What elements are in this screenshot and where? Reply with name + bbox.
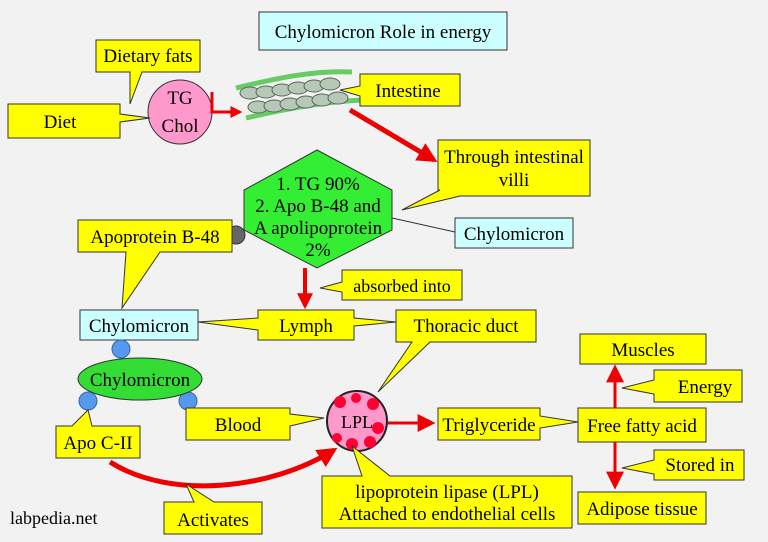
callout-diet: Diet: [7, 103, 151, 139]
chylomicron-ellipse: Chylomicron: [77, 357, 203, 401]
callout-stored-in: Stored in: [621, 449, 745, 481]
dietary-fats-label: Dietary fats: [103, 46, 192, 67]
blood-label: Blood: [215, 415, 262, 436]
callout-lymph: Lymph: [197, 309, 397, 341]
adipose-tissue-label: Adipose tissue: [586, 499, 697, 520]
chylomicron-box-right: Chylomicron: [391, 217, 574, 249]
title-box: Chylomicron Role in energy: [258, 11, 508, 51]
adipose-tissue-box: Adipose tissue: [577, 491, 707, 525]
intestine-icon: [235, 69, 363, 121]
callout-lipoprotein-lipase: lipoprotein lipase (LPL) Attached to end…: [321, 444, 573, 529]
callout-dietary-fats: Dietary fats: [95, 39, 201, 105]
muscles-box: Muscles: [579, 333, 707, 365]
callout-triglyceride: Triglyceride: [437, 407, 579, 441]
callout-thoracic-duct: Thoracic duct: [377, 309, 537, 393]
callout-blood: Blood: [185, 407, 325, 441]
absorbed-into-label: absorbed into: [353, 276, 450, 296]
arrow-intestine-to-villi: [348, 107, 438, 163]
callout-absorbed-into: absorbed into: [319, 269, 463, 301]
diet-label: Diet: [44, 112, 77, 133]
title-text: Chylomicron Role in energy: [275, 22, 492, 43]
callout-intestine: Intestine: [339, 73, 461, 107]
hexagon-line-3: A apolipoprotein: [254, 218, 383, 239]
callout-apoprotein-b48: Apoprotein B-48: [77, 219, 233, 310]
lpl-label: LPL: [341, 412, 373, 432]
hexagon-line-1: 1. TG 90%: [276, 174, 360, 195]
lymph-label: Lymph: [279, 316, 333, 337]
lipoprotein-lipase-line1: lipoprotein lipase (LPL): [355, 482, 539, 503]
callout-apo-c2: Apo C-II: [55, 409, 141, 459]
activates-label: Activates: [177, 510, 249, 531]
chylomicron-composition-hexagon: 1. TG 90% 2. Apo B-48 and A apolipoprote…: [243, 149, 393, 269]
hexagon-line-2: 2. Apo B-48 and: [255, 196, 381, 217]
chol-label: Chol: [162, 116, 199, 137]
intestine-label: Intestine: [375, 81, 440, 102]
apo-dot-top: [111, 339, 131, 359]
chylomicron-left-label: Chylomicron: [89, 316, 190, 337]
thoracic-duct-label: Thoracic duct: [414, 316, 520, 337]
watermark-text: labpedia.net: [10, 508, 97, 528]
through-villi-line2: villi: [499, 170, 530, 191]
free-fatty-acid-label: Free fatty acid: [587, 416, 697, 437]
callout-through-villi: Through intestinal villi: [401, 139, 591, 211]
lipoprotein-lipase-line2: Attached to endothelial cells: [339, 504, 556, 525]
lpl-particle-icon: LPL: [326, 390, 388, 452]
arrow-diet-to-intestine: [210, 92, 243, 118]
chylomicron-box-left: Chylomicron: [79, 309, 199, 341]
apo-c2-label: Apo C-II: [63, 433, 132, 454]
tg-chol-circle: TG Chol: [147, 79, 213, 145]
callout-activates: Activates: [163, 482, 263, 535]
triglyceride-label: Triglyceride: [442, 415, 535, 436]
through-villi-line1: Through intestinal: [444, 147, 584, 168]
chylomicron-ellipse-label: Chylomicron: [90, 370, 191, 391]
arrow-apo-c2-activates-lpl: [108, 447, 338, 489]
callout-energy: Energy: [621, 369, 743, 403]
muscles-label: Muscles: [611, 340, 674, 361]
hexagon-line-4: 2%: [305, 240, 331, 261]
stored-in-label: Stored in: [665, 455, 735, 476]
tg-label: TG: [167, 88, 193, 109]
chylomicron-right-label: Chylomicron: [464, 224, 565, 245]
apoprotein-b48-label: Apoprotein B-48: [90, 227, 219, 248]
energy-label: Energy: [678, 377, 733, 398]
apo-dot-left: [78, 391, 98, 411]
free-fatty-acid-box: Free fatty acid: [577, 407, 707, 443]
